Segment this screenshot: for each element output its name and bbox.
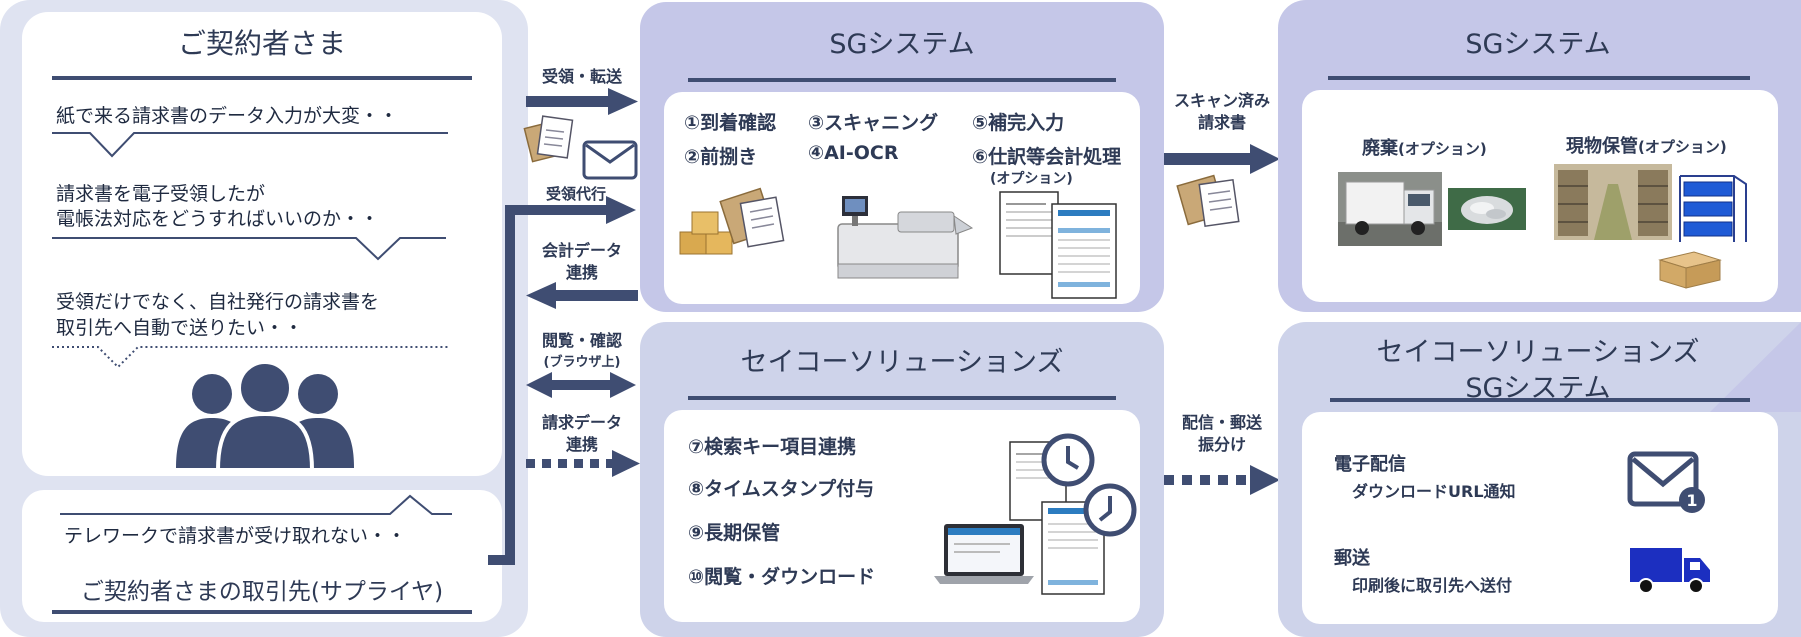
mail-badge-count: 1 [1686,491,1697,510]
speech-bubble-2 [52,235,452,265]
concern-1: 紙で来る請求書のデータ入力が大変・・ [56,102,398,131]
arrow-label-accounting-2: 連携 [526,262,638,283]
sg-item-2: ②前捌き [684,142,757,169]
arrow-label-scanned-2: 請求書 [1160,112,1284,133]
postal-delivery-subtitle: 印刷後に取引先へ送付 [1352,572,1512,596]
sg-item-6-option: (オプション) [990,168,1073,188]
email-delivery-subtitle: ダウンロードURL通知 [1352,478,1516,502]
sg-main-title: SGシステム [640,22,1164,61]
disposal-title: 廃棄 [1362,138,1398,159]
arrow-label-browse-1: 閲覧・確認 [526,330,638,351]
seiko-item-8: ⑧タイムスタンプ付与 [688,474,874,501]
sg-item-6: ⑥仕訳等会計処理 [972,142,1121,169]
arrow-accounting [524,282,640,310]
arrow-label-scanned-1: スキャン済み [1160,90,1284,111]
arrow-label-browse-2: (ブラウザ上) [526,352,638,373]
arrow-label-delivery-1: 配信・郵送 [1160,412,1284,433]
arrow-invoice-dotted [526,450,642,478]
people-group-icon [170,358,360,470]
disposal-option: (オプション) [1398,140,1487,158]
speech-bubble-1 [52,130,452,160]
boxes-and-documents-icon [676,186,796,272]
disposal-truck-photo [1338,172,1442,246]
seiko-sg-title-rule [1330,398,1750,402]
documents-icon [526,112,582,164]
envelope-icon [582,140,638,180]
seiko-title: セイコーソリューションズ [640,340,1164,379]
mail-notification-icon: 1 [1626,450,1706,518]
customer-title-rule [52,76,472,80]
sg-item-3: ③スキャニング [808,108,938,135]
arrow-label-invoice-1: 請求データ [526,412,638,433]
arrow-label-delivery-2: 振分け [1160,434,1284,455]
delivery-truck-icon [1630,546,1714,596]
speech-bubble-supplier [60,494,460,518]
seiko-item-10: ⑩閲覧・ダウンロード [688,562,875,589]
storage-title: 現物保管 [1566,136,1638,157]
seiko-item-7: ⑦検索キー項目連携 [688,432,856,459]
arrow-label-receive-forward: 受領・転送 [526,66,638,87]
seiko-item-9: ⑨長期保管 [688,518,780,545]
shredded-paper-photo [1448,188,1526,230]
email-delivery-title: 電子配信 [1334,450,1406,476]
scanner-machine-icon [828,194,974,280]
customer-title: ご契約者さま [22,22,502,62]
disposal-label: 廃棄(オプション) [1362,134,1487,160]
arrow-browse [524,372,640,398]
laptop-documents-clock-icon [930,432,1140,602]
sg-right-title: SGシステム [1278,22,1798,61]
sg-item-4: ④AI-OCR [808,142,898,164]
postal-delivery-title: 郵送 [1334,544,1370,570]
cardboard-box-icon [1654,250,1724,290]
storage-option: (オプション) [1638,138,1727,156]
supplier-concern: テレワークで請求書が受け取れない・・ [64,522,406,551]
warehouse-photo [1554,164,1672,240]
sg-main-title-rule [688,78,1116,82]
arrow-delivery-dotted [1164,465,1282,495]
sg-item-5: ⑤補完入力 [972,108,1064,135]
scanned-documents-icon [1178,172,1250,228]
sg-right-title-rule [1328,76,1750,80]
arrow-scanned [1164,144,1282,174]
concern-2-line-2: 電帳法対応をどうすればいいのか・・ [56,205,379,234]
storage-shelf-icon [1676,172,1750,246]
sg-item-1: ①到着確認 [684,108,776,135]
concern-3-line-1: 受領だけでなく、自社発行の請求書を [56,288,379,317]
concern-3-line-2: 取引先へ自動で送りたい・・ [56,314,303,343]
storage-label: 現物保管(オプション) [1566,132,1727,158]
seiko-title-rule [688,396,1116,400]
arrow-label-accounting-1: 会計データ [526,240,638,261]
supplier-title-rule [52,610,472,614]
supplier-title: ご契約者さまの取引先(サプライヤ) [22,572,502,606]
invoice-documents-icon [996,190,1126,302]
seiko-sg-title-1: セイコーソリューションズ [1278,330,1798,369]
